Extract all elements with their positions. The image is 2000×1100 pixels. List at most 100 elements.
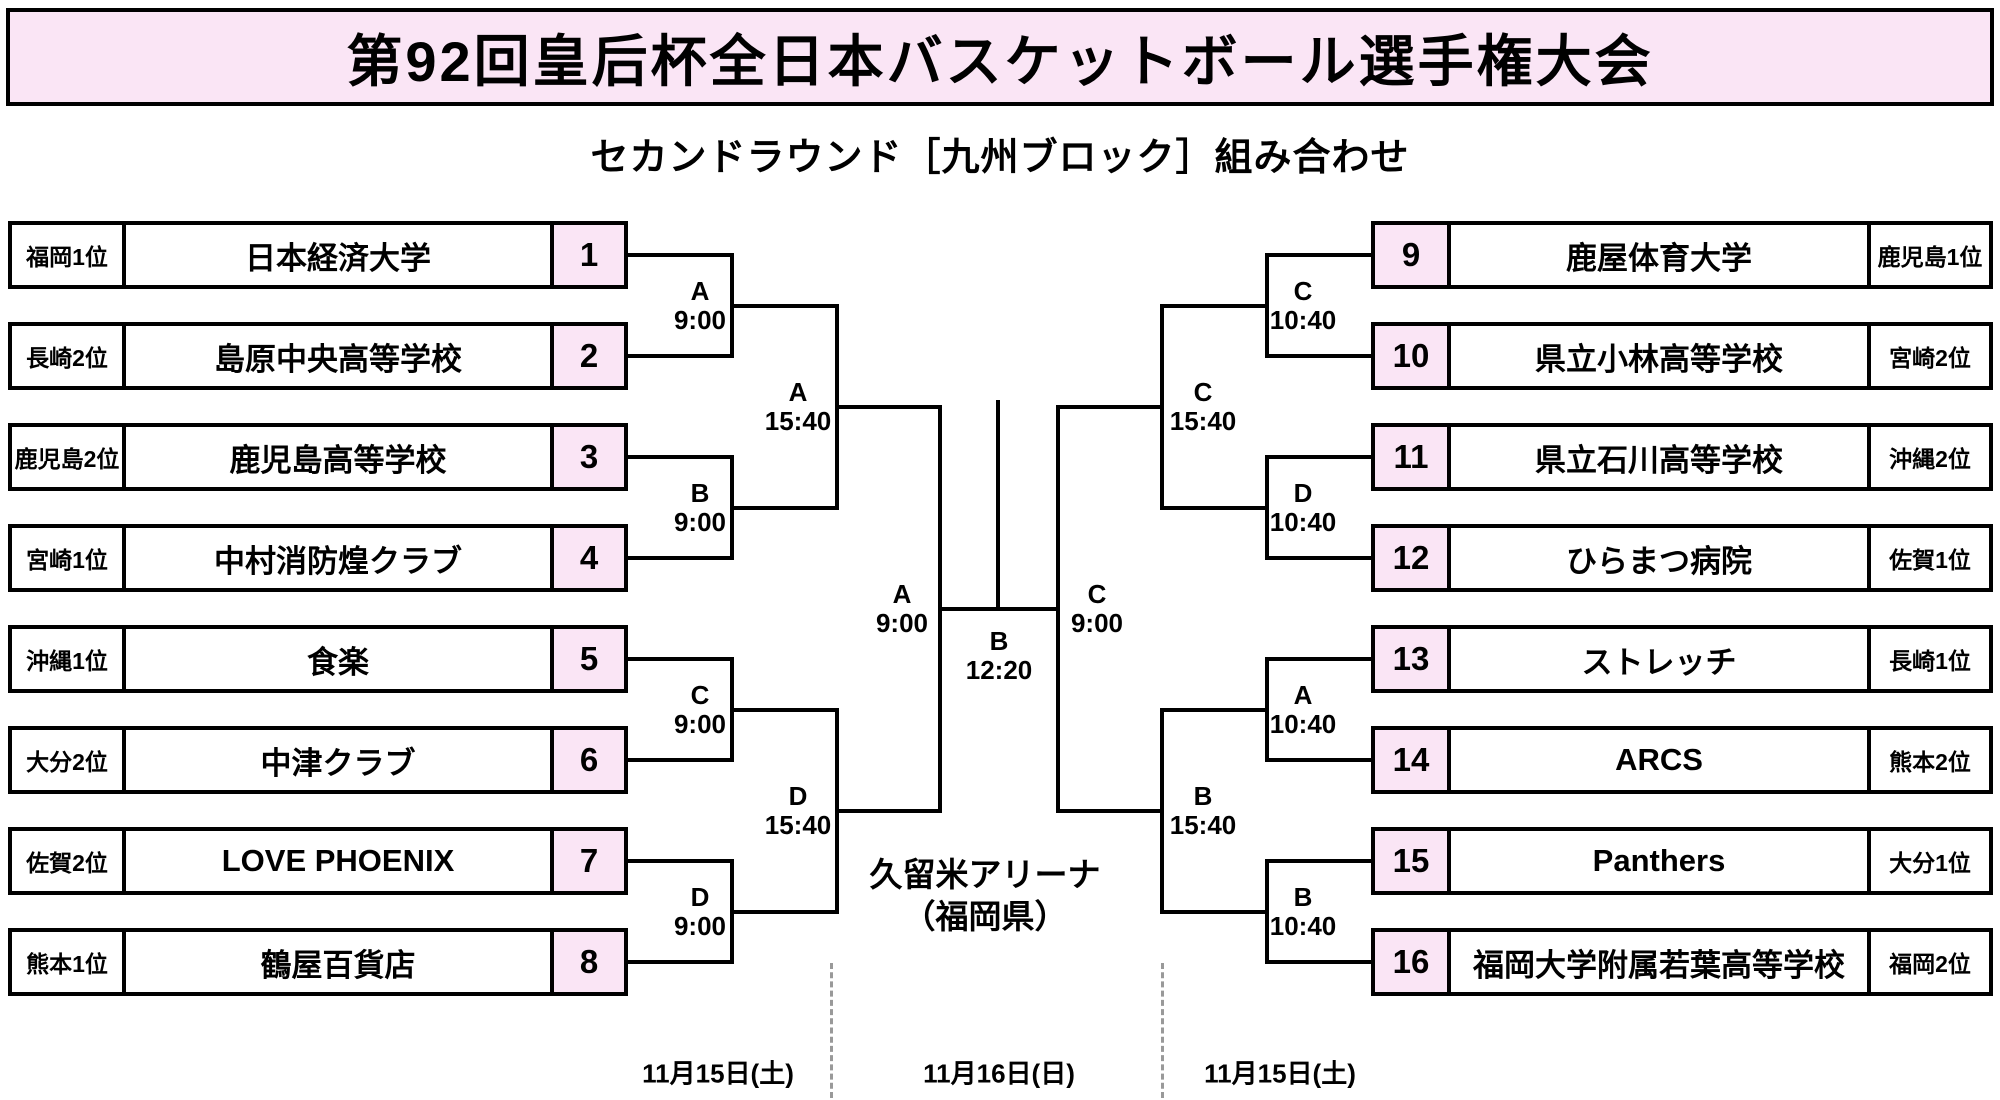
seed-label: 鹿児島2位 bbox=[12, 427, 126, 487]
game-label-left-qf2: B 9:00 bbox=[674, 479, 726, 537]
bracket-line bbox=[1265, 859, 1269, 964]
bracket-line bbox=[1265, 556, 1371, 560]
venue-name: 久留米アリーナ bbox=[869, 856, 1101, 893]
team-row-15: 15 Panthers 大分1位 bbox=[1371, 827, 1993, 895]
bracket-line bbox=[1160, 304, 1164, 510]
game-court: C bbox=[1193, 377, 1213, 407]
seed-label: 熊本2位 bbox=[1867, 730, 1989, 790]
bracket-line bbox=[730, 304, 839, 308]
team-name: 県立小林高等学校 bbox=[1535, 341, 1783, 377]
draw-number: 8 bbox=[550, 932, 624, 992]
team-name: 福岡大学附属若葉高等学校 bbox=[1473, 947, 1845, 983]
game-time: 15:40 bbox=[1169, 406, 1237, 436]
team-row-12: 12 ひらまつ病院 佐賀1位 bbox=[1371, 524, 1993, 592]
team-row-2: 長崎2位 島原中央高等学校 2 bbox=[8, 322, 628, 390]
game-court: B bbox=[989, 626, 1009, 656]
team-name: 鹿屋体育大学 bbox=[1566, 240, 1752, 276]
bracket-line bbox=[1160, 708, 1269, 712]
bracket-line bbox=[628, 859, 734, 863]
draw-number: 14 bbox=[1375, 730, 1451, 790]
team-row-1: 福岡1位 日本経済大学 1 bbox=[8, 221, 628, 289]
bracket-line bbox=[628, 354, 734, 358]
game-time: 9:00 bbox=[1070, 608, 1124, 638]
seed-label: 鹿児島1位 bbox=[1867, 225, 1989, 285]
team-name: Panthers bbox=[1592, 843, 1726, 878]
draw-number: 11 bbox=[1375, 427, 1451, 487]
team-name: 鹿児島高等学校 bbox=[229, 442, 447, 478]
team-row-4: 宮崎1位 中村消防煌クラブ 4 bbox=[8, 524, 628, 592]
team-row-8: 熊本1位 鶴屋百貨店 8 bbox=[8, 928, 628, 996]
champion-riser-line bbox=[996, 400, 1000, 611]
bracket-line bbox=[1265, 657, 1371, 661]
draw-number: 7 bbox=[550, 831, 624, 891]
date-divider-line bbox=[1161, 963, 1164, 1098]
team-name: 中津クラブ bbox=[260, 745, 416, 781]
team-name: 食楽 bbox=[307, 644, 369, 680]
game-label-right-sf1: C 15:40 bbox=[1170, 378, 1237, 436]
draw-number: 4 bbox=[550, 528, 624, 588]
game-label-right-qf1: C 10:40 bbox=[1270, 277, 1337, 335]
team-name: ARCS bbox=[1615, 742, 1703, 777]
bracket-line bbox=[1265, 859, 1371, 863]
bracket-line bbox=[1265, 455, 1371, 459]
game-time: 15:40 bbox=[1169, 810, 1237, 840]
team-name: ひらまつ病院 bbox=[1566, 543, 1752, 579]
draw-number: 15 bbox=[1375, 831, 1451, 891]
game-court: B bbox=[1293, 882, 1313, 912]
game-label-left-final: A 9:00 bbox=[876, 580, 928, 638]
game-court: A bbox=[690, 276, 710, 306]
game-time: 10:40 bbox=[1269, 709, 1337, 739]
game-court: B bbox=[690, 478, 710, 508]
game-label-right-qf4: B 10:40 bbox=[1270, 883, 1337, 941]
game-time: 15:40 bbox=[764, 810, 832, 840]
title-banner: 第92回皇后杯全日本バスケットボール選手権大会 bbox=[6, 8, 1994, 106]
seed-label: 沖縄1位 bbox=[12, 629, 126, 689]
team-row-16: 16 福岡大学附属若葉高等学校 福岡2位 bbox=[1371, 928, 1993, 996]
game-label-left-sf2: D 15:40 bbox=[765, 782, 832, 840]
game-court: D bbox=[788, 781, 808, 811]
seed-label: 福岡2位 bbox=[1867, 932, 1989, 992]
page-subtitle: セカンドラウンド［九州ブロック］組み合わせ bbox=[590, 137, 1410, 179]
team-name: 島原中央高等学校 bbox=[214, 341, 462, 377]
bracket-line bbox=[1160, 910, 1269, 914]
seed-label: 福岡1位 bbox=[12, 225, 126, 285]
game-court: C bbox=[690, 680, 710, 710]
draw-number: 9 bbox=[1375, 225, 1451, 285]
date-divider-line bbox=[830, 963, 833, 1098]
draw-number: 16 bbox=[1375, 932, 1451, 992]
game-time: 9:00 bbox=[673, 507, 727, 537]
seed-label: 沖縄2位 bbox=[1867, 427, 1989, 487]
team-row-11: 11 県立石川高等学校 沖縄2位 bbox=[1371, 423, 1993, 491]
game-court: C bbox=[1087, 579, 1107, 609]
game-label-right-sf2: B 15:40 bbox=[1170, 782, 1237, 840]
bracket-line bbox=[1265, 253, 1269, 358]
game-court: A bbox=[892, 579, 912, 609]
game-time: 9:00 bbox=[673, 305, 727, 335]
seed-label: 長崎1位 bbox=[1867, 629, 1989, 689]
game-label-left-qf3: C 9:00 bbox=[674, 681, 726, 739]
bracket-line bbox=[628, 657, 734, 661]
game-label-right-qf2: D 10:40 bbox=[1270, 479, 1337, 537]
draw-number: 3 bbox=[550, 427, 624, 487]
game-label-left-qf1: A 9:00 bbox=[674, 277, 726, 335]
game-time: 9:00 bbox=[875, 608, 929, 638]
team-row-13: 13 ストレッチ 長崎1位 bbox=[1371, 625, 1993, 693]
team-row-5: 沖縄1位 食楽 5 bbox=[8, 625, 628, 693]
seed-label: 長崎2位 bbox=[12, 326, 126, 386]
team-row-9: 9 鹿屋体育大学 鹿児島1位 bbox=[1371, 221, 1993, 289]
game-court: D bbox=[1293, 478, 1313, 508]
date-label-left: 11月15日(土) bbox=[642, 1058, 794, 1089]
draw-number: 13 bbox=[1375, 629, 1451, 689]
bracket-line bbox=[628, 556, 734, 560]
game-label-right-final: C 9:00 bbox=[1071, 580, 1123, 638]
bracket-line bbox=[835, 405, 942, 409]
team-name: 鶴屋百貨店 bbox=[260, 947, 416, 983]
game-label-left-sf1: A 15:40 bbox=[765, 378, 832, 436]
bracket-line bbox=[1160, 506, 1269, 510]
date-label-center: 11月16日(日) bbox=[923, 1058, 1075, 1089]
draw-number: 1 bbox=[550, 225, 624, 285]
team-row-7: 佐賀2位 LOVE PHOENIX 7 bbox=[8, 827, 628, 895]
bracket-line bbox=[628, 253, 734, 257]
game-label-left-qf4: D 9:00 bbox=[674, 883, 726, 941]
seed-label: 宮崎1位 bbox=[12, 528, 126, 588]
